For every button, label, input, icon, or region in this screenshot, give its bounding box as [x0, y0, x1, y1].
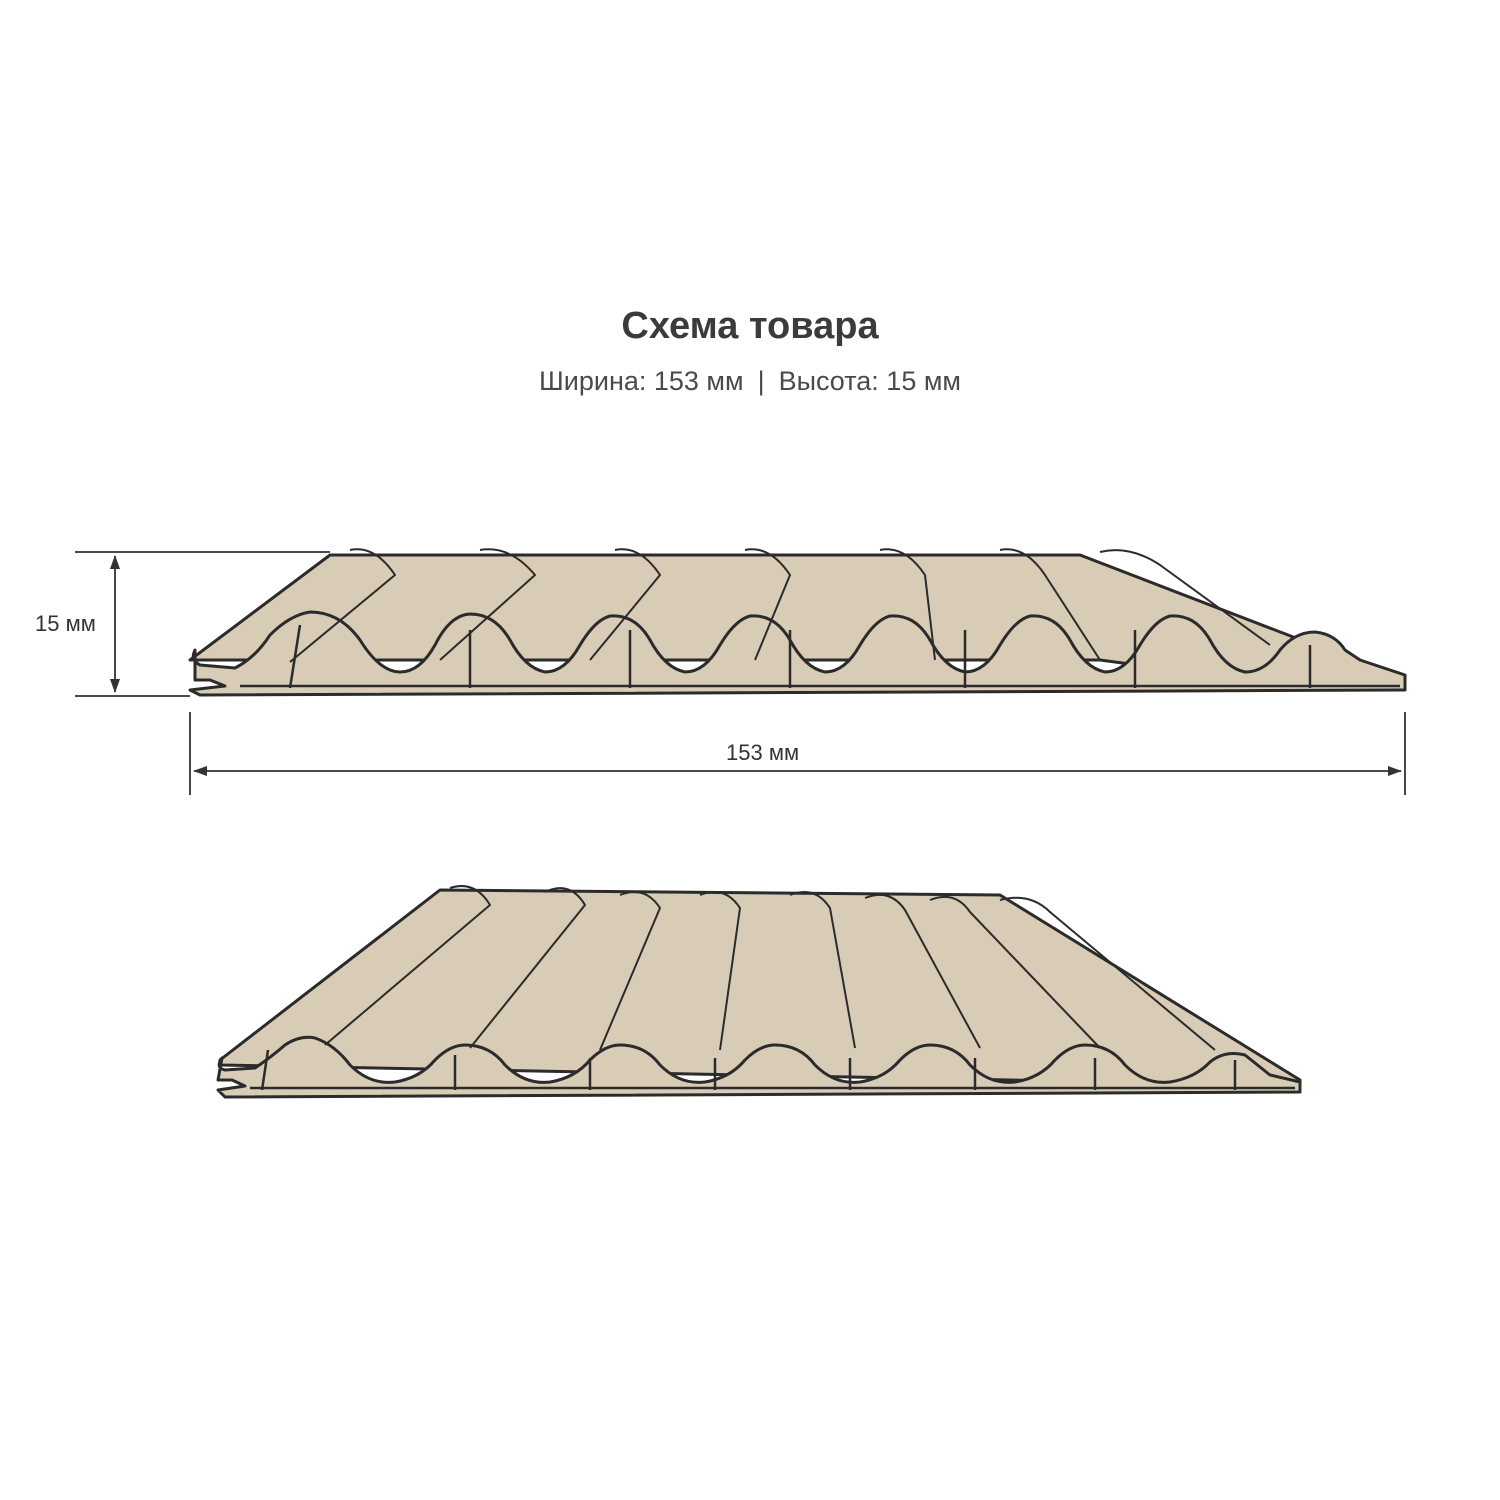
panel-cross-section	[188, 610, 1407, 697]
internal-ribs	[240, 624, 1400, 689]
panel-front-view	[188, 548, 1407, 697]
width-spec: Ширина: 153 мм	[539, 366, 744, 396]
diagram-subtitle: Ширина: 153 мм | Высота: 15 мм	[0, 366, 1500, 397]
width-label: 153 мм	[726, 740, 799, 765]
height-spec: Высота: 15 мм	[778, 366, 961, 396]
ridge-lines	[289, 548, 1271, 663]
width-dimension	[189, 712, 1406, 795]
spec-separator: |	[757, 366, 765, 396]
panel2-internal-ribs	[250, 1049, 1295, 1091]
diagram-title: Схема товара	[621, 305, 879, 347]
height-dimension	[75, 551, 330, 697]
panel2-cross-section	[216, 1035, 1302, 1099]
panel2-ridge-lines	[324, 885, 1216, 1051]
panel-perspective-view	[216, 885, 1302, 1099]
height-label: 15 мм	[35, 611, 96, 636]
